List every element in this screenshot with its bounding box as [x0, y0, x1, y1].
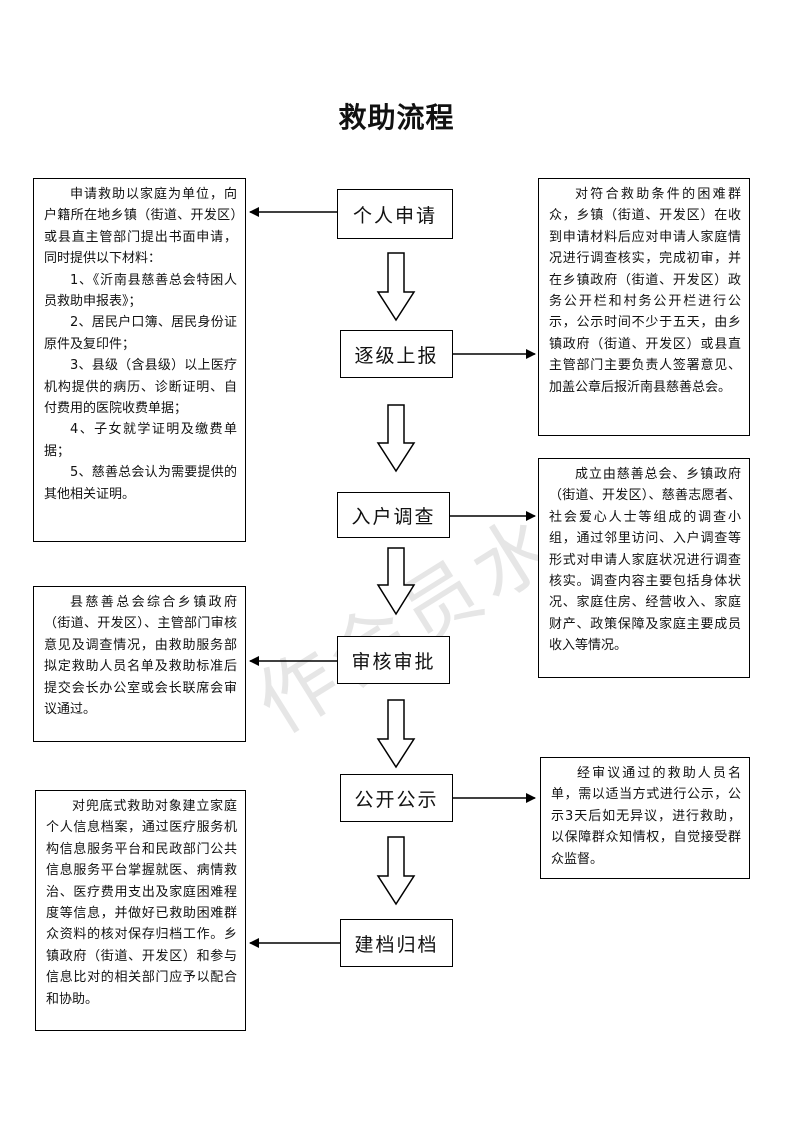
step-review-approve: 审核审批	[337, 636, 450, 684]
step-home-survey: 入户调查	[337, 492, 450, 538]
page-title: 救助流程	[338, 101, 455, 134]
step-report-up: 逐级上报	[340, 330, 453, 378]
down-arrow-1-icon	[376, 252, 416, 322]
note-report-process: 对符合救助条件的困难群众，乡镇（街道、开发区）在收到申请材料后应对申请人家庭情况…	[538, 178, 750, 436]
step-personal-apply: 个人申请	[337, 189, 453, 239]
down-arrow-4-icon	[376, 699, 416, 769]
note-publicize-process: 经审议通过的救助人员名单，需以适当方式进行公示，公示3天后如无异议，进行救助，以…	[540, 757, 750, 879]
note-survey-process: 成立由慈善总会、乡镇政府（街道、开发区）、慈善志愿者、社会爱心人士等组成的调查小…	[538, 458, 750, 678]
down-arrow-2-icon	[376, 404, 416, 473]
note-apply-materials: 申请救助以家庭为单位，向户籍所在地乡镇（街道、开发区）或县直主管部门提出书面申请…	[33, 178, 246, 542]
note-archive-process: 对兜底式救助对象建立家庭个人信息档案，通过医疗服务机构信息服务平台和民政部门公共…	[35, 790, 246, 1031]
step-archive: 建档归档	[340, 919, 453, 967]
down-arrow-5-icon	[376, 836, 416, 906]
down-arrow-3-icon	[376, 547, 416, 616]
step-public-notice: 公开公示	[340, 774, 453, 822]
note-approve-process: 县慈善总会综合乡镇政府（街道、开发区）、主管部门审核意见及调查情况，由救助服务部…	[33, 586, 246, 742]
